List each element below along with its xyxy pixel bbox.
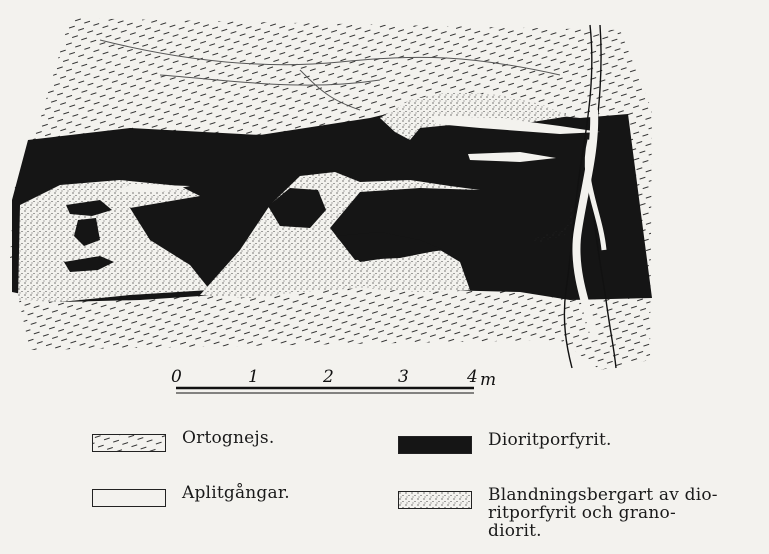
legend-item-mixed-rock: Blandningsbergart av dio- ritporfyrit oc… — [398, 487, 718, 541]
legend-item-diorite-porphyry: Dioritporfyrit. — [398, 432, 612, 454]
scale-bar: 0 1 2 3 4 m — [171, 367, 496, 393]
legend-label: Ortognejs. — [182, 430, 274, 448]
scale-unit: m — [480, 370, 496, 390]
scale-tick-label: 0 — [171, 367, 182, 387]
hatch-swatch — [92, 434, 166, 452]
blank-swatch — [92, 489, 166, 507]
legend-label: Dioritporfyrit. — [488, 432, 612, 450]
scale-tick-label: 2 — [322, 367, 334, 387]
scale-tick-label: 1 — [248, 367, 259, 387]
legend-item-orthogneiss: Ortognejs. — [92, 430, 274, 452]
scale-tick-label: 3 — [398, 367, 409, 387]
solid-swatch — [398, 436, 472, 454]
scale-tick-label: 4 — [466, 367, 478, 387]
stipple-swatch — [398, 491, 472, 509]
legend-item-aplite-dykes: Aplitgångar. — [92, 485, 290, 507]
legend-label: Aplitgångar. — [182, 485, 290, 503]
legend-label: Blandningsbergart av dio- ritporfyrit oc… — [488, 487, 718, 541]
